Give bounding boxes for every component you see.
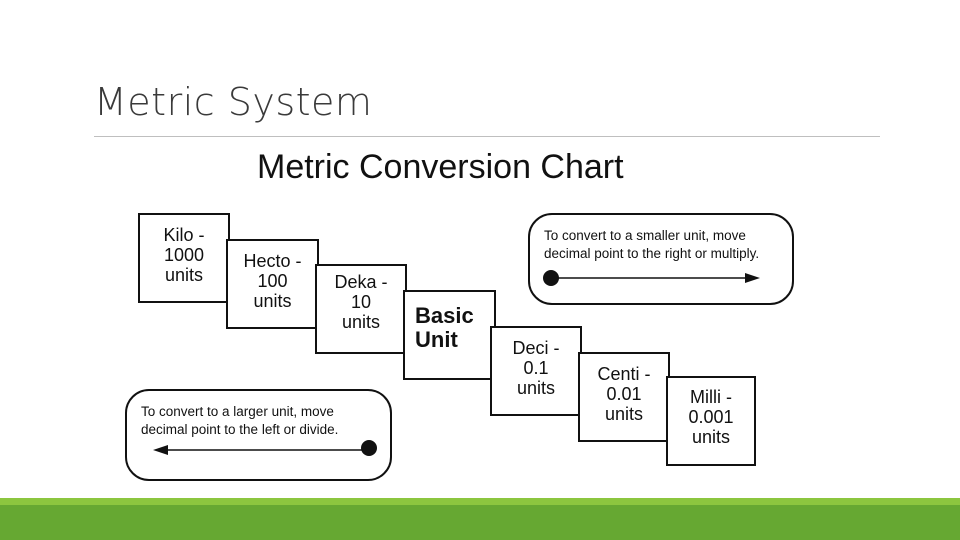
step-box-basic-unit: Basic Unit <box>403 290 496 380</box>
step-label-deci: Deci - 0.1 units <box>512 338 560 398</box>
start-dot <box>361 440 377 456</box>
note-larger-unit: To convert to a larger unit, move decima… <box>125 389 392 481</box>
note-smaller-unit: To convert to a smaller unit, move decim… <box>528 213 794 305</box>
title-divider <box>94 136 880 137</box>
footer-accent-bar <box>0 498 960 540</box>
step-box-centi: Centi - 0.01 units <box>578 352 670 442</box>
start-dot <box>543 270 559 286</box>
chart-title: Metric Conversion Chart <box>257 148 624 186</box>
step-box-deka: Deka - 10 units <box>315 264 407 354</box>
note-smaller-unit-text: To convert to a smaller unit, move decim… <box>544 228 760 261</box>
arrow-right-icon <box>543 270 760 286</box>
step-label-basic-unit: Basic Unit <box>415 303 474 352</box>
step-label-deka: Deka - 10 units <box>334 272 388 332</box>
step-label-hecto: Hecto - 100 units <box>243 251 302 311</box>
arrow-left-icon <box>153 440 377 456</box>
step-box-hecto: Hecto - 100 units <box>226 239 319 329</box>
slide-title: Metric System <box>94 80 373 124</box>
step-label-milli: Milli - 0.001 units <box>688 387 734 447</box>
note-larger-unit-text: To convert to a larger unit, move decima… <box>141 404 339 437</box>
step-box-milli: Milli - 0.001 units <box>666 376 756 466</box>
step-box-deci: Deci - 0.1 units <box>490 326 582 416</box>
step-box-kilo: Kilo - 1000 units <box>138 213 230 303</box>
step-label-kilo: Kilo - 1000 units <box>163 225 205 285</box>
step-label-centi: Centi - 0.01 units <box>597 364 651 424</box>
